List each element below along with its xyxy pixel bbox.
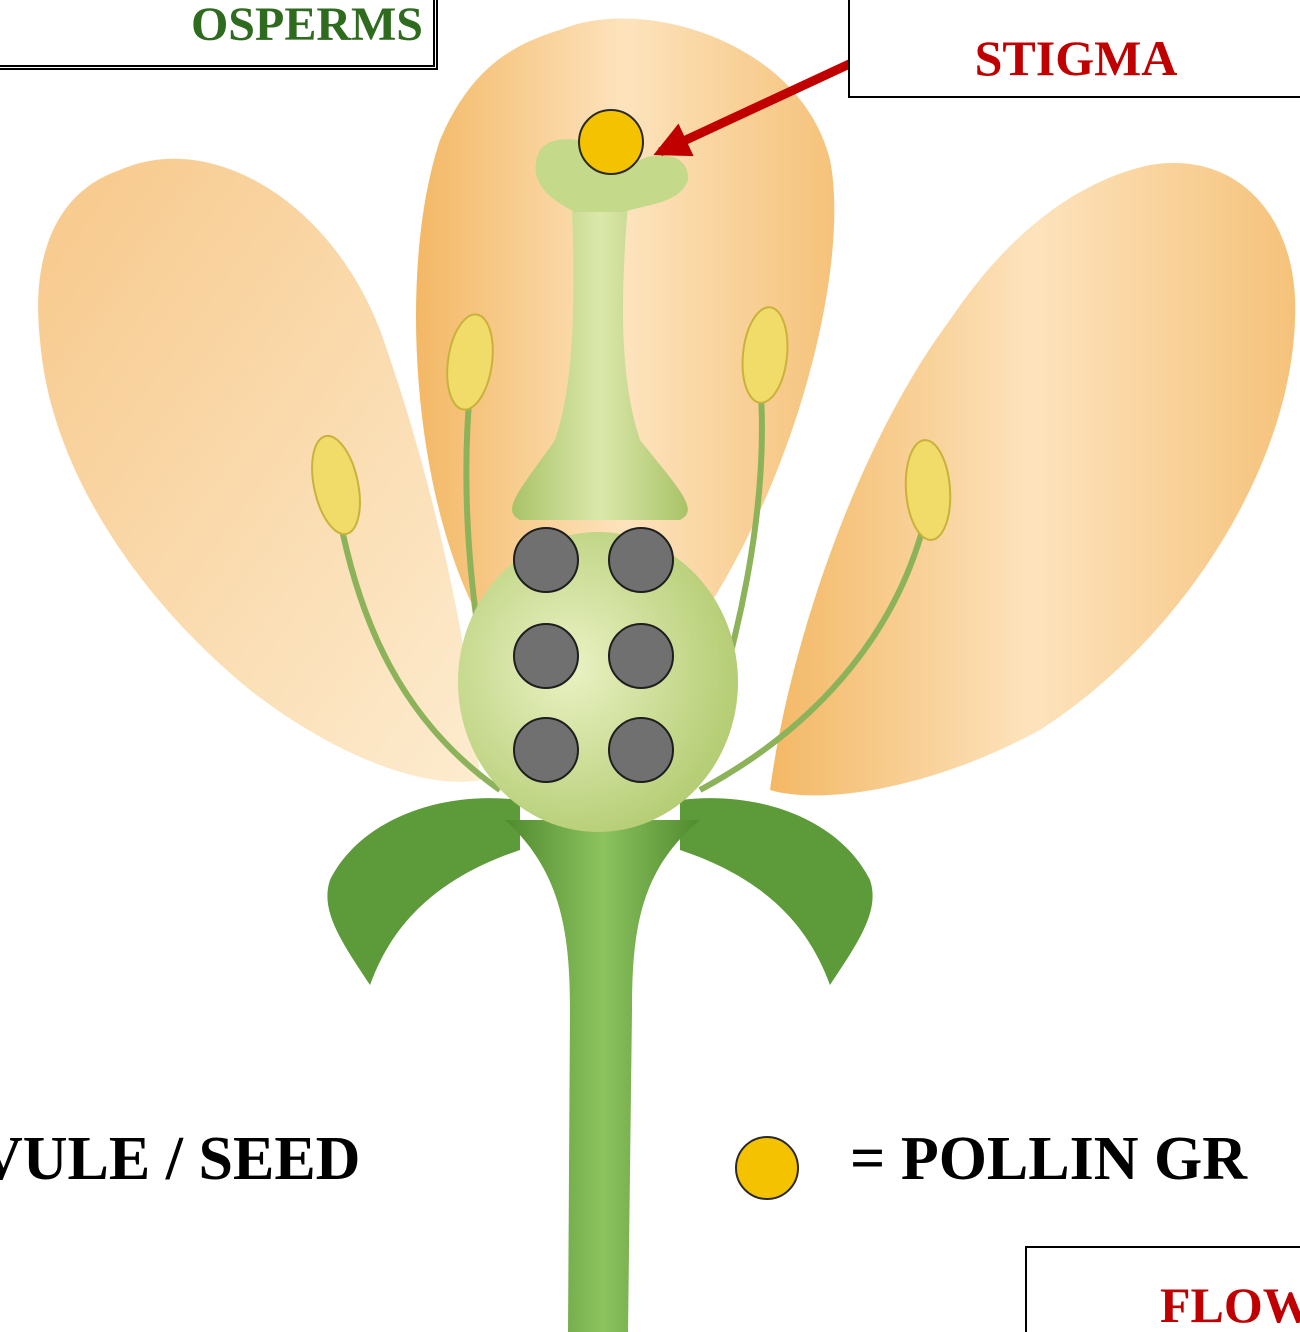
stigma-label-box: STIGMA — [848, 0, 1300, 98]
petal-left — [38, 159, 480, 782]
stigma-label: STIGMA — [850, 29, 1300, 87]
title-box: OSPERMS — [0, 0, 438, 70]
sepal-left — [327, 798, 520, 985]
ovule — [609, 624, 673, 688]
ovule — [514, 528, 578, 592]
sepal-right — [680, 798, 873, 985]
page-title: OSPERMS — [0, 0, 423, 52]
ovule — [514, 624, 578, 688]
ovule-legend-label: VULE / SEED — [0, 1124, 360, 1195]
ovule — [514, 718, 578, 782]
petal-right — [770, 163, 1295, 795]
ovary — [458, 532, 738, 832]
ovule — [609, 528, 673, 592]
pollen-grain — [579, 110, 643, 174]
flower-label: FLOW — [1160, 1276, 1300, 1332]
pollen-legend-label: = POLLIN GR — [850, 1124, 1247, 1195]
flower-label-box: FLOW — [1025, 1246, 1300, 1332]
ovule — [609, 718, 673, 782]
pollen-legend-swatch — [735, 1136, 799, 1200]
stem — [505, 820, 700, 1332]
